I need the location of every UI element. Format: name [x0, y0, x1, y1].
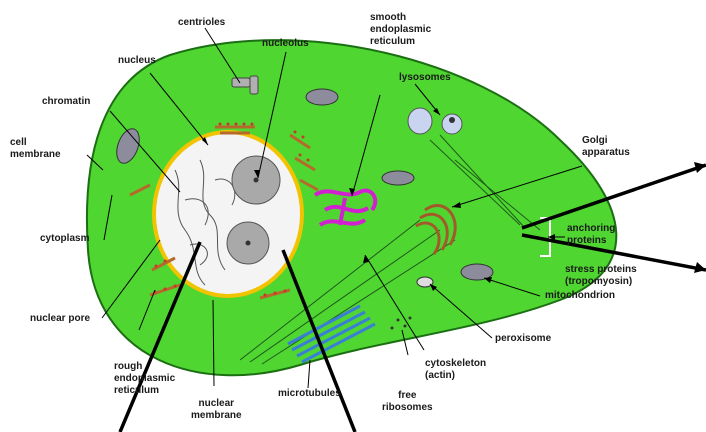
label-mitochondrion: mitochondrion — [545, 290, 615, 302]
label-nucleolus: nucleolus — [262, 38, 309, 50]
label-stress-proteins: stress proteins (tropomyosin) — [565, 264, 637, 288]
label-free-ribosomes: free ribosomes — [382, 390, 433, 414]
label-anchoring-proteins: anchoring proteins — [567, 223, 615, 247]
label-lysosomes: lysosomes — [399, 72, 451, 84]
label-nuclear-pore: nuclear pore — [30, 313, 90, 325]
label-chromatin: chromatin — [42, 96, 90, 108]
overlay-arrowhead-top — [694, 162, 706, 173]
label-cytoskeleton: cytoskeleton (actin) — [425, 358, 486, 382]
lysosome-1 — [408, 108, 432, 134]
label-microtubules: microtubules — [278, 388, 341, 400]
label-rough-er: rough endoplasmic reticulum — [114, 361, 175, 397]
label-cell-membrane: cell membrane — [10, 137, 61, 161]
label-cytoplasm: cytoplasm — [40, 233, 89, 245]
label-nucleus: nucleus — [118, 55, 156, 67]
peroxisome — [417, 277, 433, 287]
label-nuclear-membrane: nuclear membrane — [191, 398, 242, 422]
label-centrioles: centrioles — [178, 17, 225, 29]
label-smooth-er: smooth endoplasmic reticulum — [370, 12, 431, 48]
label-peroxisome: peroxisome — [495, 333, 551, 345]
nucleus — [154, 132, 302, 296]
label-golgi-apparatus: Golgi apparatus — [582, 135, 630, 159]
